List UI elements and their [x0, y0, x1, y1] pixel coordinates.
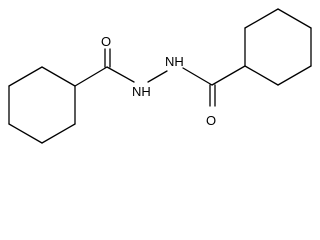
chemical-structure-diagram: O NH NH O: [8, 8, 312, 144]
nitrogen-to-carbonyl-bond: [182, 67, 213, 86]
left-carbonyl-group: [74, 48, 135, 87]
ring-to-carbonyl-bond: [74, 66, 108, 87]
nh-label-right: NH: [165, 54, 184, 69]
carbonyl-to-ring-bond: [211, 65, 246, 86]
left-cyclohexane-ring: [8, 66, 76, 144]
oxygen-label-right: O: [206, 113, 216, 128]
carbonyl-to-nitrogen-bond: [106, 66, 135, 83]
right-carbonyl-group: [182, 65, 246, 107]
right-cyclohexane-ring: [244, 8, 312, 86]
nh-label-left: NH: [132, 84, 151, 99]
oxygen-label-left: O: [101, 34, 111, 49]
nitrogen-nitrogen-bond: [147, 70, 168, 83]
